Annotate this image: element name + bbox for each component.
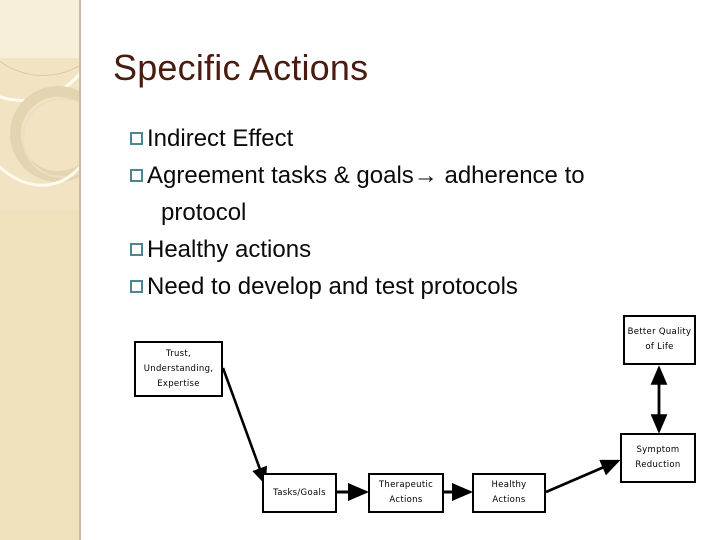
list-item: Agreement tasks & goals→ adherence to pro… [130,157,690,231]
diagram-node-better-quality-of-life[interactable]: Better Quality of Life [623,315,696,365]
decorative-thick-ring-icon [10,86,79,182]
diagram-node-trust[interactable]: Trust, Understanding, Expertise [134,341,223,397]
list-item: Indirect Effect [130,120,690,157]
list-item: Healthy actions [130,231,690,268]
square-bullet-icon [130,132,143,145]
list-item-label: Need to develop and test protocols [147,273,518,300]
bullet-list: Indirect Effect Agreement tasks & goals→… [130,120,690,305]
decorative-side-band [0,0,81,540]
list-item-line1: Agreement tasks & goals→ adherence to [147,162,585,189]
list-item-label: Indirect Effect [147,125,294,152]
list-item: Need to develop and test protocols [130,268,690,305]
edge-trust-to-tasks [221,367,267,486]
diagram-node-tasks-goals[interactable]: Tasks/Goals [262,473,337,513]
page-title: Specific Actions [113,47,369,88]
list-item-label: Agreement tasks & goals→ adherence to pro… [147,157,690,231]
diagram-node-therapeutic-actions[interactable]: Therapeutic Actions [368,473,444,513]
band-lower-tint [0,210,79,540]
list-item-label: Healthy actions [147,236,312,263]
square-bullet-icon [130,169,143,182]
diagram-node-symptom-reduction[interactable]: Symptom Reduction [620,433,696,483]
square-bullet-icon [130,243,143,256]
diagram-node-healthy-actions[interactable]: Healthy Actions [472,473,546,513]
edge-healthy-to-symptom [545,459,621,494]
list-item-line2: protocol [161,199,247,226]
square-bullet-icon [130,280,143,293]
